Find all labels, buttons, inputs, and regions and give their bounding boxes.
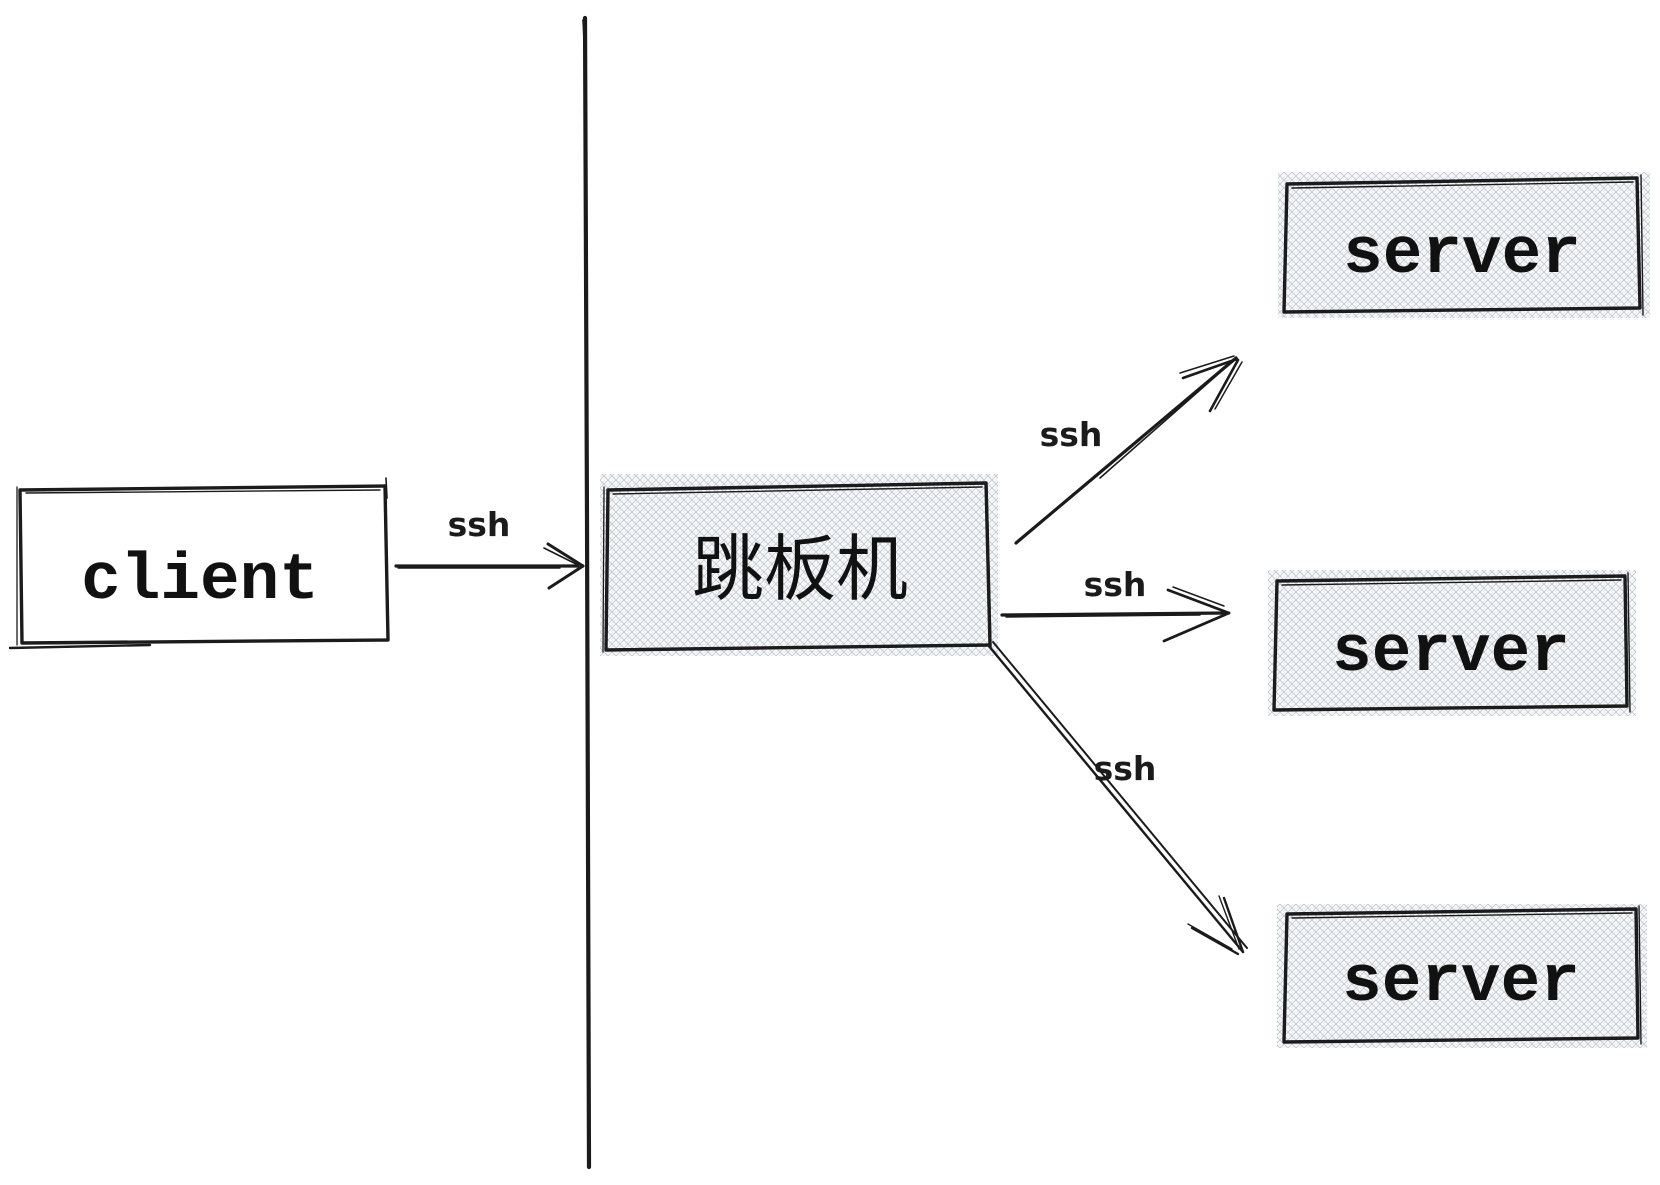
- node-server-3-label: server: [1342, 945, 1580, 1020]
- edge-jump-to-server-2: ssh: [1000, 565, 1231, 643]
- node-server-2-border: [1272, 574, 1629, 712]
- node-jump-host-hatch: [600, 474, 998, 656]
- edge-jump-to-server-1: ssh: [1014, 355, 1243, 545]
- node-jump-host: 跳板机: [600, 474, 998, 656]
- node-client-label: client: [81, 543, 319, 618]
- node-server-1-hatch: [1278, 172, 1650, 318]
- edge-label-ssh: ssh: [448, 505, 511, 544]
- edge-client-to-jump: ssh: [394, 505, 585, 590]
- node-server-3: server: [1277, 904, 1647, 1048]
- edge-label-ssh: ssh: [1040, 415, 1103, 454]
- arrowhead: [1179, 355, 1243, 413]
- node-client: client: [8, 477, 390, 650]
- node-jump-host-label: 跳板机: [692, 527, 908, 611]
- node-server-2-label: server: [1332, 615, 1570, 690]
- node-server-1: server: [1278, 172, 1650, 318]
- arrowhead: [1162, 586, 1231, 643]
- node-jump-host-border: [604, 481, 992, 652]
- node-server-2: server: [1268, 570, 1636, 716]
- node-client-box: [20, 486, 388, 643]
- node-client-border: [18, 484, 390, 645]
- arrow-shaft: [1000, 611, 1228, 617]
- network-boundary-line: [582, 15, 592, 1170]
- edge-label-ssh: ssh: [1094, 749, 1157, 788]
- node-server-1-border: [1282, 176, 1642, 314]
- arrowhead: [1187, 895, 1245, 956]
- arrow-shaft: [986, 643, 1245, 954]
- edge-jump-to-server-3: ssh: [986, 641, 1248, 956]
- edge-label-ssh: ssh: [1084, 565, 1147, 604]
- node-server-3-hatch: [1277, 904, 1647, 1048]
- node-server-2-hatch: [1268, 570, 1636, 716]
- arrow-shaft: [1014, 356, 1238, 545]
- arrowhead: [543, 542, 585, 590]
- node-server-1-label: server: [1343, 217, 1581, 292]
- node-server-3-border: [1282, 907, 1640, 1044]
